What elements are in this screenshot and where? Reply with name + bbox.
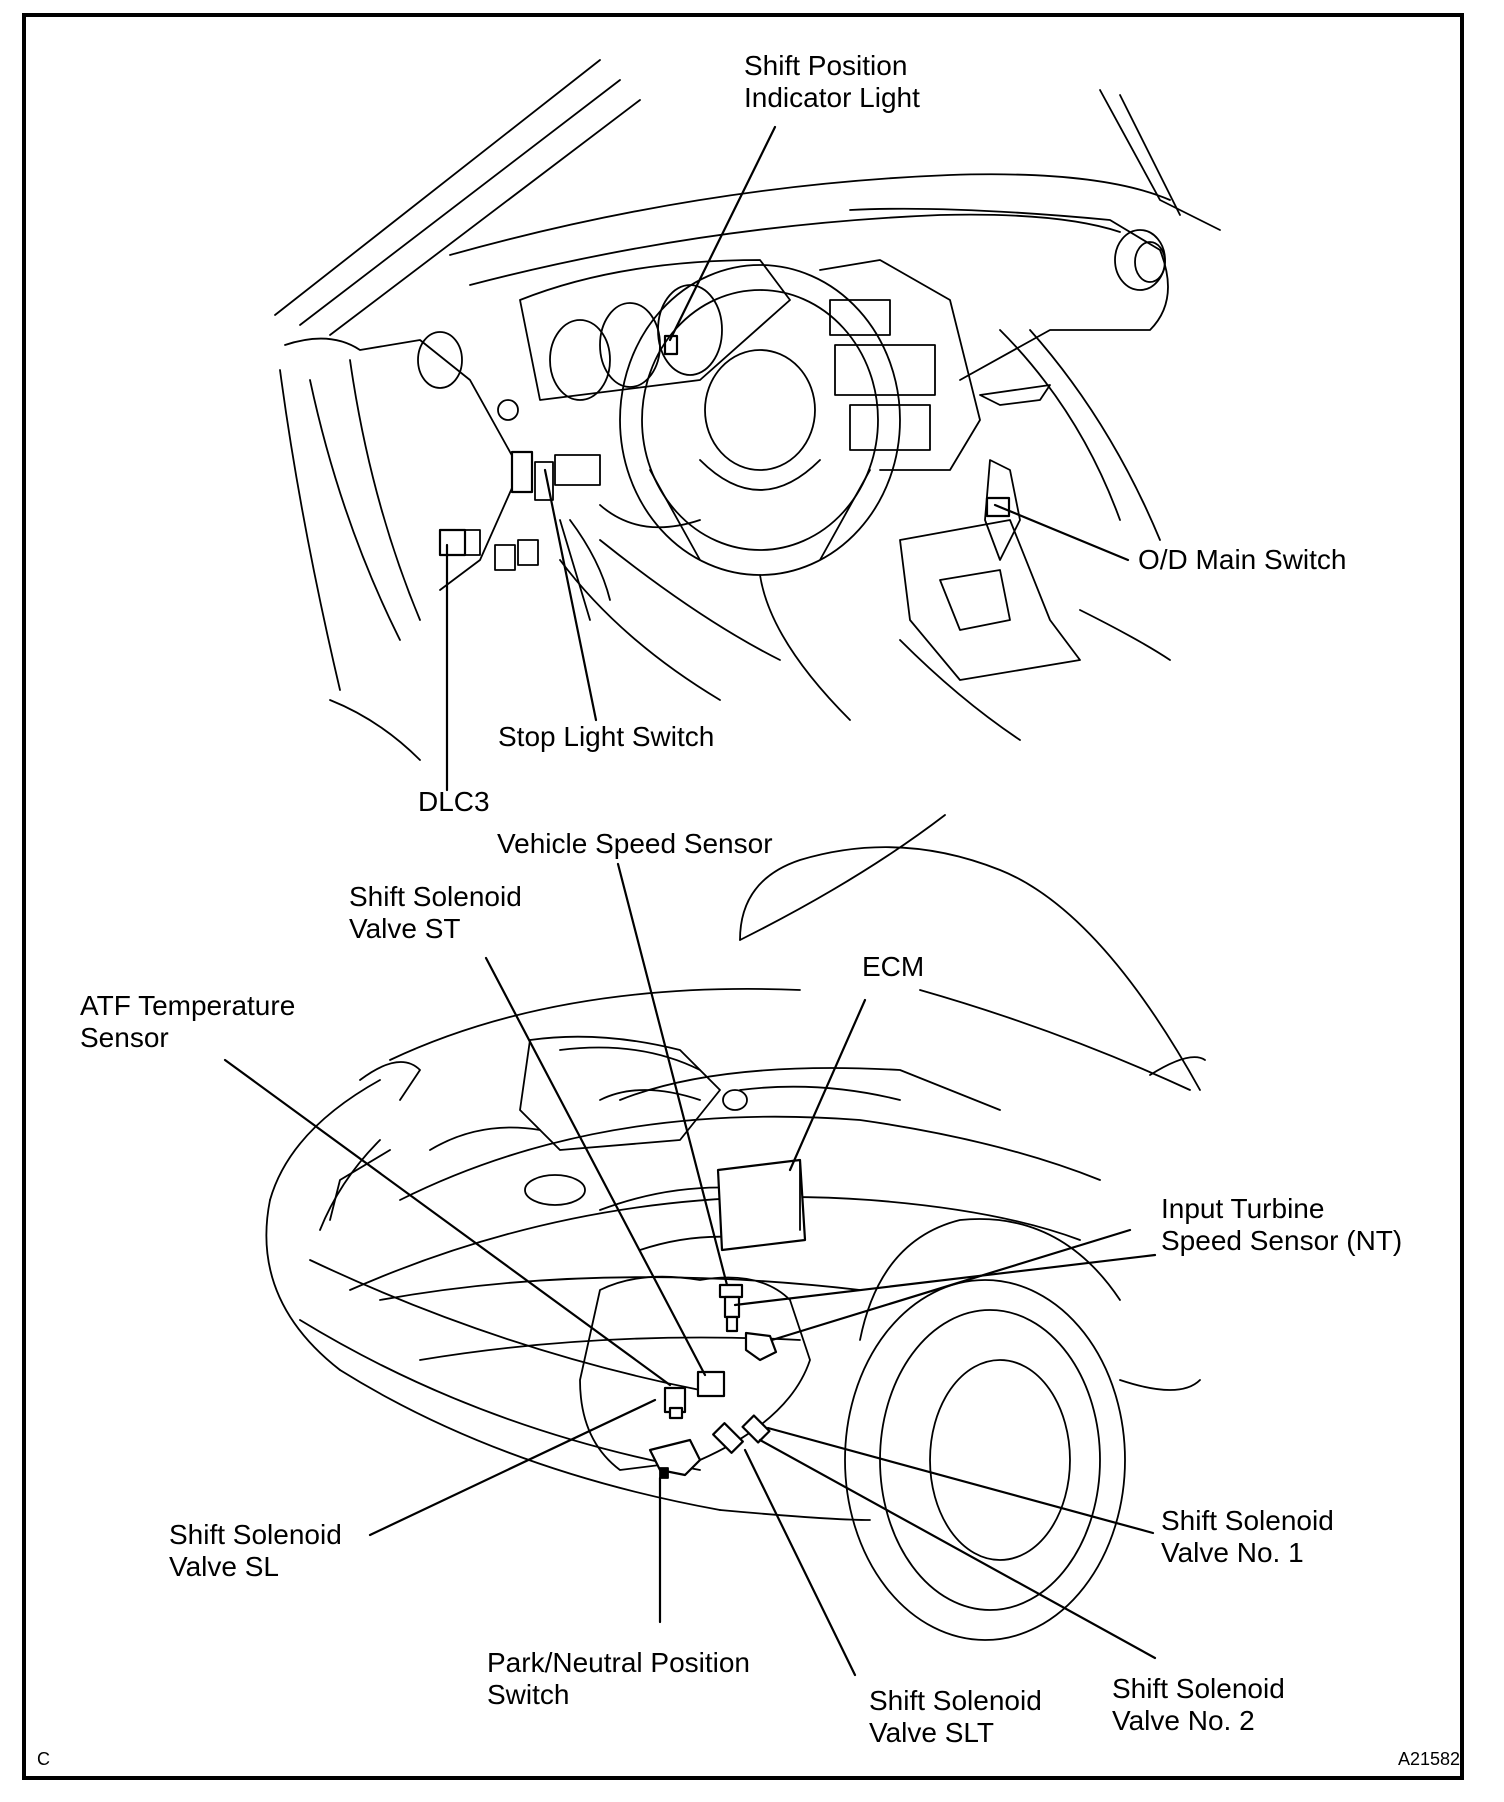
- dashboard-illustration: [274, 59, 1221, 761]
- label-shift-solenoid-valve-no1: Shift Solenoid Valve No. 1: [1161, 1505, 1334, 1568]
- label-park-neutral-position-switch: Park/Neutral Position Switch: [487, 1647, 751, 1710]
- label-ecm: ECM: [862, 951, 925, 982]
- corner-code: C: [37, 1749, 50, 1769]
- label-od-main-switch: O/D Main Switch: [1138, 544, 1347, 575]
- leader-lines: [223, 125, 1157, 1677]
- label-stop-light-switch: Stop Light Switch: [498, 721, 715, 752]
- label-shift-solenoid-valve-no2: Shift Solenoid Valve No. 2: [1112, 1673, 1285, 1736]
- label-atf-temperature-sensor: ATF Temperature Sensor: [80, 990, 296, 1053]
- label-shift-solenoid-valve-st: Shift Solenoid Valve ST: [349, 881, 522, 944]
- figure-id: A21582: [1398, 1749, 1461, 1769]
- label-vehicle-speed-sensor: Vehicle Speed Sensor: [497, 828, 773, 859]
- label-shift-position-indicator-light: Shift Position Indicator Light: [744, 50, 920, 113]
- diagram-frame: [22, 13, 1464, 1780]
- vehicle-illustration: [265, 814, 1206, 1641]
- label-input-turbine-speed-sensor: Input Turbine Speed Sensor (NT): [1161, 1193, 1403, 1256]
- label-shift-solenoid-valve-slt: Shift Solenoid Valve SLT: [869, 1685, 1042, 1748]
- label-dlc3: DLC3: [418, 786, 490, 817]
- label-shift-solenoid-valve-sl: Shift Solenoid Valve SL: [169, 1519, 342, 1582]
